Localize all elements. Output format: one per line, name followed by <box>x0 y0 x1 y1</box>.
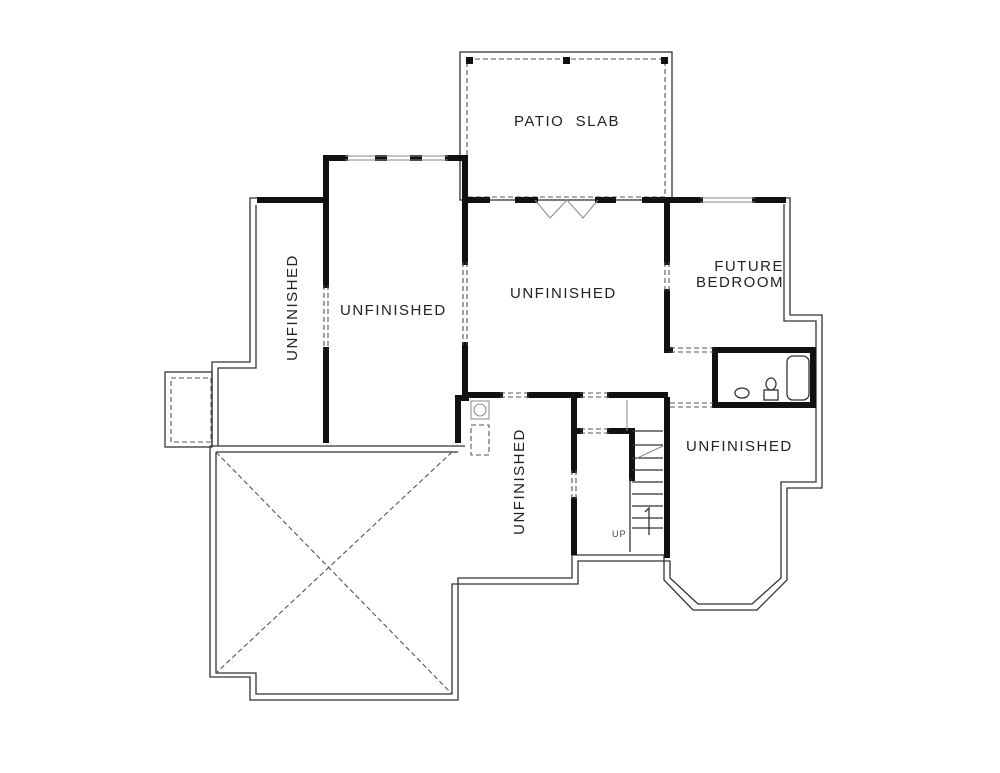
future-bedroom-line1: FUTURE <box>714 258 785 275</box>
washer-dryer <box>470 400 490 456</box>
patio-slab <box>459 51 673 201</box>
exterior-outline <box>164 197 823 701</box>
bath-fixtures <box>734 355 810 401</box>
openings <box>323 155 755 500</box>
room-label-patio: PATIO SLAB <box>514 113 620 130</box>
stair-up-label: UP <box>612 529 627 539</box>
walls <box>257 155 816 558</box>
room-label-unfinished-center: UNFINISHED <box>510 285 617 302</box>
room-label-unfinished-east: UNFINISHED <box>686 438 793 455</box>
staircase <box>626 400 664 552</box>
room-label-unfinished-west-narrow: UNFINISHED <box>284 254 302 361</box>
future-bedroom-line2: BEDROOM <box>696 273 785 291</box>
room-label-unfinished-south-center: UNFINISHED <box>511 428 529 535</box>
room-label-unfinished-west: UNFINISHED <box>340 302 447 319</box>
room-label-future-bedroom: FUTURE BEDROOM <box>696 259 784 291</box>
